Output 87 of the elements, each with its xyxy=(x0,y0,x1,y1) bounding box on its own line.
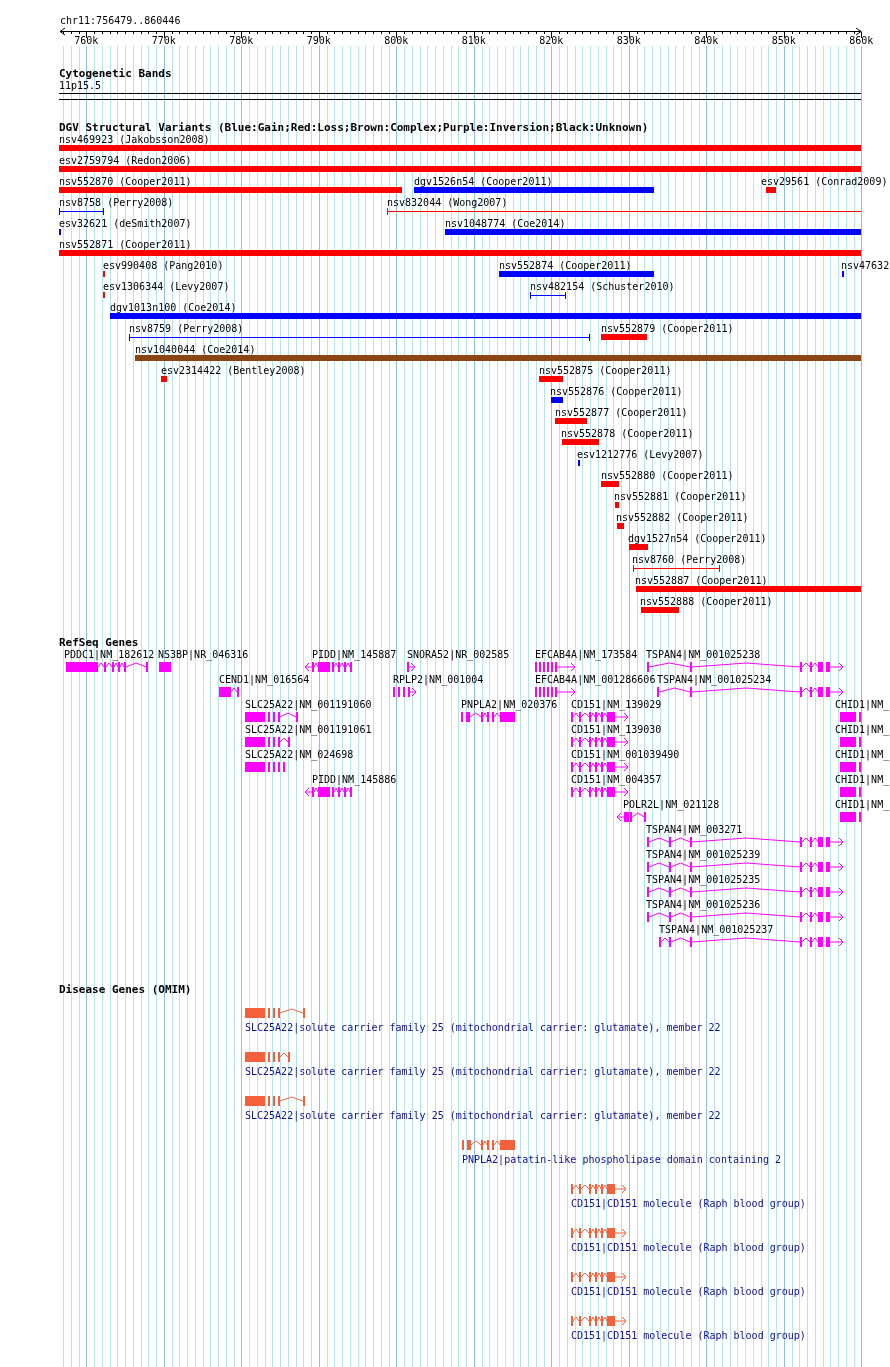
feature-label: SLC25A22|NM_001191060 xyxy=(245,699,372,711)
feature-label: TSPAN4|NM_003271 xyxy=(646,824,743,836)
feature-label: esv990408 (Pang2010) xyxy=(103,260,224,272)
tick-label: 860k xyxy=(849,35,874,47)
feature-label: PIDD|NM_145886 xyxy=(312,774,397,786)
feature-label: nsv8758 (Perry2008) xyxy=(59,197,174,209)
feature-label: esv1306344 (Levy2007) xyxy=(103,281,230,293)
feature-label: SNORA52|NR_002585 xyxy=(407,649,510,661)
disease-gene-label: CD151|CD151 molecule (Raph blood group) xyxy=(571,1330,806,1342)
feature-label: dgv1527n54 (Cooper2011) xyxy=(628,533,767,545)
feature-label: CD151|NM_001039490 xyxy=(571,749,680,761)
feature-label: nsv1048774 (Coe2014) xyxy=(445,218,566,230)
track-title: RefSeq Genes xyxy=(59,637,139,649)
feature-label: dgv1013n100 (Coe2014) xyxy=(110,302,237,314)
feature-label: nsv552882 (Cooper2011) xyxy=(616,512,749,524)
feature-label: esv2314422 (Bentley2008) xyxy=(161,365,306,377)
feature-label: CD151|NM_004357 xyxy=(571,774,662,786)
feature-label: nsv552877 (Cooper2011) xyxy=(555,407,688,419)
feature-label: esv2759794 (Redon2006) xyxy=(59,155,192,167)
track-title: Disease Genes (OMIM) xyxy=(59,984,192,996)
feature-label: nsv552881 (Cooper2011) xyxy=(614,491,747,503)
feature-label: PDDC1|NM_182612 xyxy=(64,649,155,661)
feature-label: TSPAN4|NM_001025236 xyxy=(646,899,761,911)
feature-label: RPLP2|NM_001004 xyxy=(393,674,484,686)
tick-label: 810k xyxy=(461,35,486,47)
track-title: Cytogenetic Bands xyxy=(59,68,172,80)
tick-label: 820k xyxy=(539,35,564,47)
feature-label: nsv8760 (Perry2008) xyxy=(632,554,747,566)
feature-label: nsv552876 (Cooper2011) xyxy=(550,386,683,398)
feature-label: nsv8759 (Perry2008) xyxy=(129,323,244,335)
feature-label: nsv552879 (Cooper2011) xyxy=(601,323,734,335)
feature-label: esv1212776 (Levy2007) xyxy=(577,449,704,461)
feature-label: esv32621 (deSmith2007) xyxy=(59,218,192,230)
feature-label: SLC25A22|NM_024698 xyxy=(245,749,354,761)
tick-label: 850k xyxy=(771,35,796,47)
feature-label: esv29561 (Conrad2009) xyxy=(761,176,888,188)
feature-label: nsv552871 (Cooper2011) xyxy=(59,239,192,251)
tick-label: 780k xyxy=(229,35,254,47)
feature-label: nsv552875 (Cooper2011) xyxy=(539,365,672,377)
feature-label: CHID1|NM_ xyxy=(835,799,890,811)
feature-label: CEND1|NM_016564 xyxy=(219,674,310,686)
feature-label: nsv1040044 (Coe2014) xyxy=(135,344,256,356)
feature-label: CHID1|NM_ xyxy=(835,774,890,786)
feature-label: CHID1|NM_ xyxy=(835,749,890,761)
disease-gene-label: SLC25A22|solute carrier family 25 (mitochondrial carrier: glutamate), member 22 xyxy=(245,1110,721,1122)
feature-label: NS3BP|NR_046316 xyxy=(158,649,249,661)
feature-label: PNPLA2|NM_020376 xyxy=(461,699,558,711)
disease-gene-label: CD151|CD151 molecule (Raph blood group) xyxy=(571,1242,806,1254)
feature-label: nsv469923 (Jakobsson2008) xyxy=(59,134,210,146)
feature-label: TSPAN4|NM_001025237 xyxy=(659,924,774,936)
feature-label: EFCAB4A|NM_173584 xyxy=(535,649,638,661)
tick-label: 830k xyxy=(616,35,641,47)
track-label: chr11:756479..860446 xyxy=(60,15,181,27)
tick-label: 840k xyxy=(694,35,719,47)
feature-label: TSPAN4|NM_001025238 xyxy=(646,649,761,661)
feature-label: nsv832044 (Wong2007) xyxy=(387,197,508,209)
feature-label: nsv552874 (Cooper2011) xyxy=(499,260,632,272)
tick-label: 770k xyxy=(151,35,176,47)
feature-label: TSPAN4|NM_001025239 xyxy=(646,849,761,861)
tick-label: 800k xyxy=(384,35,409,47)
feature-label: dgv1526n54 (Cooper2011) xyxy=(414,176,553,188)
disease-gene-label: PNPLA2|patatin-like phospholipase domain containing 2 xyxy=(462,1154,782,1166)
feature-label: nsv552887 (Cooper2011) xyxy=(635,575,768,587)
disease-gene-label: SLC25A22|solute carrier family 25 (mitochondrial carrier: glutamate), member 22 xyxy=(245,1066,721,1078)
disease-gene-label: CD151|CD151 molecule (Raph blood group) xyxy=(571,1198,806,1210)
tick-label: 760k xyxy=(74,35,99,47)
feature-label: nsv552880 (Cooper2011) xyxy=(601,470,734,482)
feature-label: nsv552878 (Cooper2011) xyxy=(561,428,694,440)
feature-label: PIDD|NM_145887 xyxy=(312,649,397,661)
feature-label: nsv482154 (Schuster2010) xyxy=(530,281,675,293)
feature-label: nsv552888 (Cooper2011) xyxy=(640,596,773,608)
feature-label: EFCAB4A|NM_001286606 xyxy=(535,674,656,686)
feature-label: CD151|NM_139029 xyxy=(571,699,662,711)
feature-label: CHID1|NM_ xyxy=(835,724,890,736)
feature-label: POLR2L|NM_021128 xyxy=(623,799,720,811)
disease-gene-label: SLC25A22|solute carrier family 25 (mitochondrial carrier: glutamate), member 22 xyxy=(245,1022,721,1034)
feature-label: CD151|NM_139030 xyxy=(571,724,662,736)
feature-label: CHID1|NM_ xyxy=(835,699,890,711)
feature-label: TSPAN4|NM_001025234 xyxy=(657,674,772,686)
track-title: DGV Structural Variants (Blue:Gain;Red:Loss;Brown:Complex;Purple:Inversion;Black:Unknown) xyxy=(59,122,649,134)
feature-label: nsv47632 xyxy=(841,260,890,272)
feature-label: TSPAN4|NM_001025235 xyxy=(646,874,761,886)
tick-label: 790k xyxy=(306,35,331,47)
feature-label: nsv552870 (Cooper2011) xyxy=(59,176,192,188)
disease-gene-label: CD151|CD151 molecule (Raph blood group) xyxy=(571,1286,806,1298)
feature-label: SLC25A22|NM_001191061 xyxy=(245,724,372,736)
track-label: 11p15.5 xyxy=(59,80,102,92)
